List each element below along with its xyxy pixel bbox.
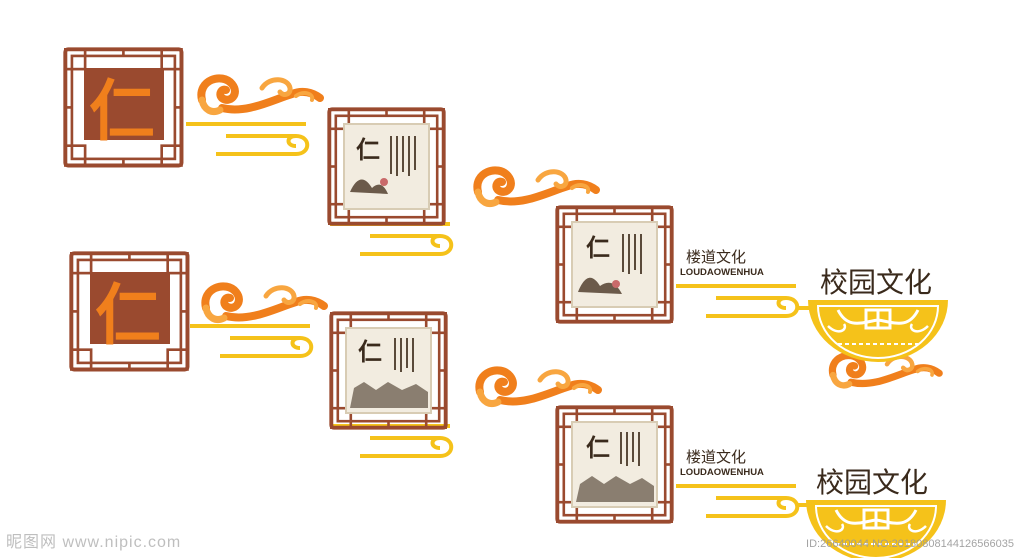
painting-panel-1: 仁	[327, 107, 446, 226]
big-character-top: 仁	[89, 72, 155, 150]
campus-title-bottom: 校园文化	[816, 466, 928, 499]
big-character-bottom: 仁	[95, 276, 161, 354]
gold-connector	[188, 324, 314, 358]
campus-title-top: 校园文化	[820, 266, 932, 299]
watermark-right: ID:26640044 NO:20180808144126566035	[806, 538, 1014, 550]
stair-label-en-top: LOUDAOWENHUA	[680, 267, 764, 278]
painting-panel-4: 仁	[555, 405, 674, 524]
gold-connector	[674, 484, 800, 518]
cloud-swirl-icon	[477, 170, 596, 203]
cloud-swirl-icon	[201, 78, 320, 111]
painting-panel-2: 仁	[555, 205, 674, 324]
panel-character: 仁	[358, 337, 382, 366]
stair-label-en-bottom: LOUDAOWENHUA	[680, 467, 764, 478]
big-character-panel-bottom: 仁	[69, 251, 190, 372]
panel-character: 仁	[586, 433, 610, 462]
gold-connector	[674, 284, 800, 318]
seal-ornament-icon	[806, 298, 950, 364]
gold-connector	[328, 222, 454, 256]
stair-label-cn-bottom: 楼道文化	[686, 448, 746, 466]
painting-panel-3: 仁	[329, 311, 448, 430]
gold-connector	[328, 424, 454, 458]
panel-character: 仁	[586, 233, 610, 262]
stair-label-cn-top: 楼道文化	[686, 248, 746, 266]
gold-connector	[184, 122, 310, 156]
big-character-panel-top: 仁	[63, 47, 184, 168]
panel-character: 仁	[356, 135, 380, 164]
watermark-left: 昵图网 www.nipic.com	[6, 534, 182, 551]
cloud-swirl-icon	[205, 286, 324, 319]
cloud-swirl-icon	[479, 370, 598, 403]
